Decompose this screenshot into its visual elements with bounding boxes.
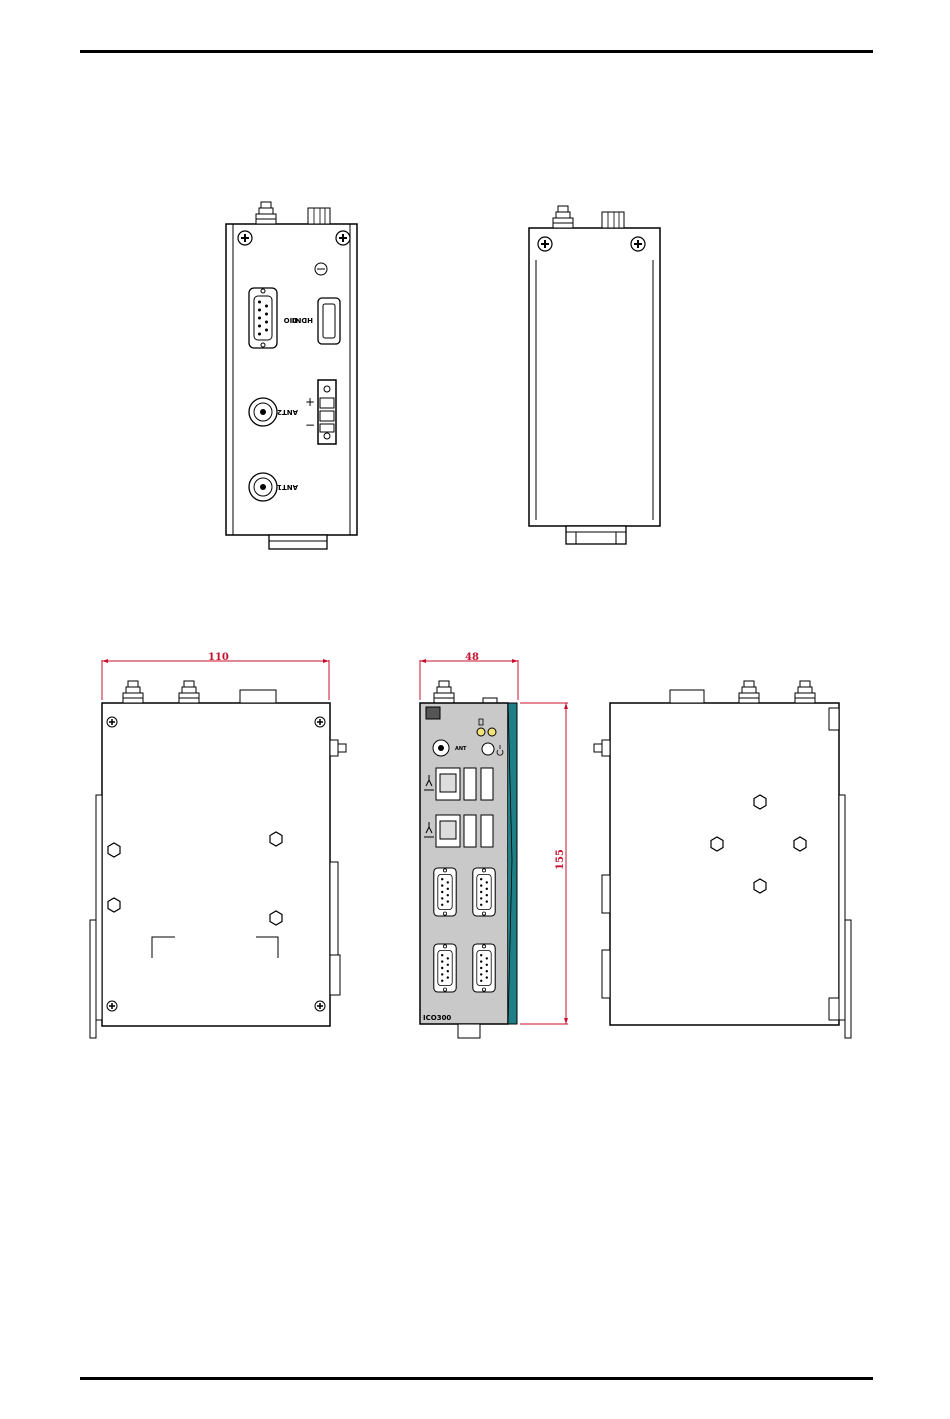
width-dimension: 110 bbox=[208, 652, 229, 663]
com-port-icon bbox=[434, 868, 456, 916]
side-view-left: 110 bbox=[90, 652, 346, 1038]
top-right-view bbox=[529, 206, 660, 544]
usb-port-icon bbox=[464, 768, 476, 800]
ant-label: ANT bbox=[455, 746, 467, 752]
plus-label: + bbox=[305, 395, 315, 409]
brand-label: ICO300 bbox=[423, 1014, 451, 1022]
mount-hole-icon bbox=[754, 879, 766, 893]
usb-port-icon bbox=[481, 815, 493, 847]
height-dimension: 155 bbox=[555, 849, 566, 870]
dio-connector-icon bbox=[249, 288, 277, 348]
side-view-right bbox=[594, 681, 851, 1038]
mount-hole-icon bbox=[270, 911, 282, 925]
screw-icon bbox=[538, 237, 552, 251]
mount-hole-icon bbox=[794, 837, 806, 851]
usb-port-icon bbox=[481, 768, 493, 800]
ant1-label: ANT1 bbox=[277, 483, 298, 491]
com-port-icon bbox=[434, 944, 456, 992]
minus-label: − bbox=[305, 418, 315, 432]
screw-icon bbox=[631, 237, 645, 251]
power-button-icon[interactable] bbox=[482, 743, 494, 755]
mount-hole-icon bbox=[108, 843, 120, 857]
com-port-icon bbox=[473, 944, 495, 992]
mount-hole-icon bbox=[270, 832, 282, 846]
usb-port-icon bbox=[464, 815, 476, 847]
screw-icon bbox=[238, 231, 252, 245]
mount-hole-icon bbox=[754, 795, 766, 809]
logo-icon bbox=[426, 707, 440, 719]
screw-icon bbox=[336, 231, 350, 245]
com-port-icon bbox=[473, 868, 495, 916]
ant2-label: ANT2 bbox=[277, 408, 298, 416]
mount-hole-icon bbox=[108, 898, 120, 912]
mount-hole-icon bbox=[711, 837, 723, 851]
depth-dimension: 48 bbox=[465, 652, 479, 663]
led-icon bbox=[488, 728, 496, 736]
top-left-view: DIO HDMI ANT2 + − ANT1 bbox=[226, 202, 357, 549]
front-view: 48 155 ANT ICO300 bbox=[420, 652, 568, 1038]
led-icon bbox=[477, 728, 485, 736]
hdmi-label: HDMI bbox=[292, 316, 313, 324]
